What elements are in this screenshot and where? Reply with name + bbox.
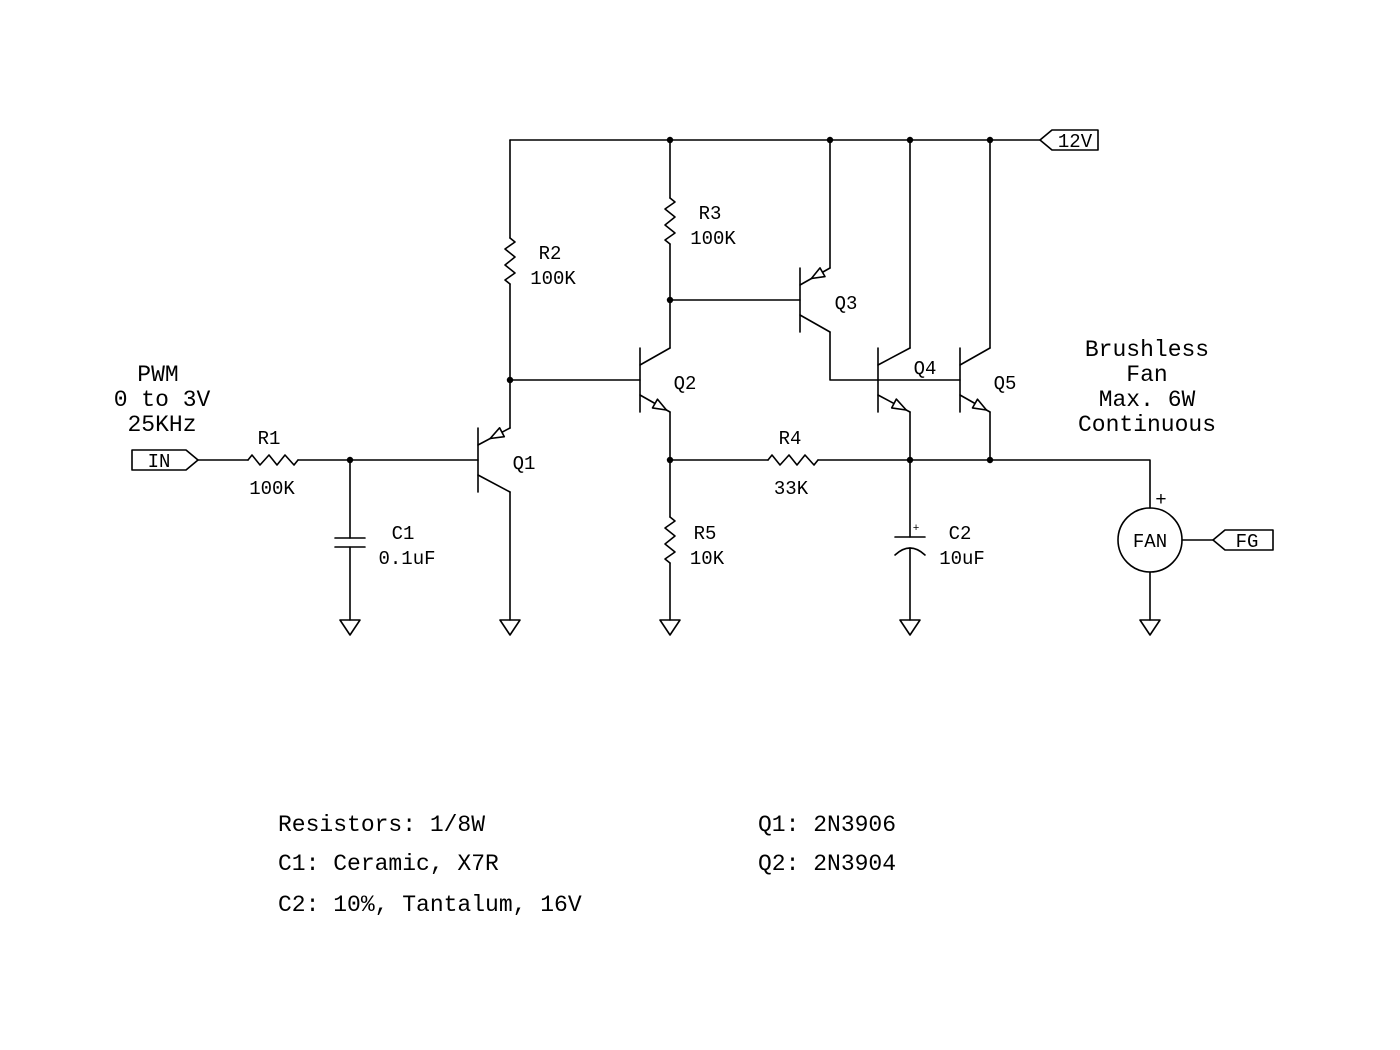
fan-motor-label: FAN xyxy=(1133,531,1167,553)
capacitor-c2-curved-plate xyxy=(894,547,926,556)
grounds xyxy=(339,619,1161,636)
junction-dot xyxy=(506,376,514,384)
resistor-r5-ref-label: R5 xyxy=(694,523,717,545)
junction-dot xyxy=(906,136,914,144)
wires xyxy=(197,139,1214,621)
transistor-q4-emitter-arrow xyxy=(890,398,908,411)
resistor-r2-ref-label: R2 xyxy=(539,243,562,265)
wire xyxy=(829,331,961,381)
fan-description: Brushless Fan Max. 6W Continuous xyxy=(1078,337,1216,438)
transistor-q2-ref-label: Q2 xyxy=(674,373,697,395)
junction-dot xyxy=(986,456,994,464)
supply-port-label: 12V xyxy=(1058,131,1093,153)
transistor-q3-ref-label: Q3 xyxy=(835,293,858,315)
junction-dot xyxy=(826,136,834,144)
resistor-r4-symbol xyxy=(767,454,819,466)
resistor-r4-ref-label: R4 xyxy=(779,428,802,450)
parts-note-q1: Q1: 2N3906 xyxy=(758,812,896,838)
ground-symbol xyxy=(899,619,921,636)
capacitor-c2-ref-label: C2 xyxy=(949,523,972,545)
transistor-q3-collector-lead xyxy=(799,314,831,333)
ground-symbol xyxy=(499,619,521,636)
wire xyxy=(817,459,1151,509)
junction-dot xyxy=(666,136,674,144)
junction-dots xyxy=(346,136,994,464)
transistor-q4-npn: Q4 xyxy=(877,347,937,413)
transistor-q1-emitter-arrow xyxy=(489,426,506,440)
fan-description-line: Fan xyxy=(1126,362,1167,388)
parts-notes: Resistors: 1/8W C1: Ceramic, X7R C2: 10%… xyxy=(278,812,896,918)
resistor-r5: R5 10K xyxy=(664,516,725,570)
junction-dot xyxy=(346,456,354,464)
input-signal-line: PWM xyxy=(137,362,178,388)
ground-symbol xyxy=(659,619,681,636)
input-port-flag xyxy=(131,449,199,471)
capacitor-c2-polarity-mark: + xyxy=(913,523,920,535)
resistor-r3: R3 100K xyxy=(664,197,736,250)
input-signal-description: PWM 0 to 3V 25KHz xyxy=(114,362,211,438)
capacitor-c1: C1 0.1uF xyxy=(334,523,436,570)
resistor-r5-symbol xyxy=(664,516,676,564)
junction-dot xyxy=(666,456,674,464)
resistor-r2-value-label: 100K xyxy=(530,268,576,290)
transistor-q5-ref-label: Q5 xyxy=(994,373,1017,395)
supply-port-flag xyxy=(1039,129,1099,151)
parts-note-q2: Q2: 2N3904 xyxy=(758,851,896,877)
transistor-q2-emitter-arrow xyxy=(651,398,668,411)
resistor-r5-value-label: 10K xyxy=(690,548,725,570)
capacitor-c2-polarized: + C2 10uF xyxy=(894,523,985,570)
input-port-label: IN xyxy=(148,451,171,473)
resistor-r3-ref-label: R3 xyxy=(699,203,722,225)
parts-note-c2: C2: 10%, Tantalum, 16V xyxy=(278,892,582,918)
junction-dot xyxy=(666,296,674,304)
fan-motor-circle xyxy=(1117,507,1183,573)
input-signal-line: 0 to 3V xyxy=(114,387,211,413)
fan-description-line: Brushless xyxy=(1085,337,1209,363)
resistor-r4: R4 33K xyxy=(767,428,819,500)
parts-note-c1: C1: Ceramic, X7R xyxy=(278,851,499,877)
resistor-r4-value-label: 33K xyxy=(774,478,809,500)
resistor-r1-ref-label: R1 xyxy=(258,428,281,450)
capacitor-c2-value-label: 10uF xyxy=(939,548,985,570)
resistor-r3-symbol xyxy=(664,197,676,245)
fan-plus-mark: + xyxy=(1155,489,1166,511)
input-signal-line: 25KHz xyxy=(127,412,196,438)
input-port: IN xyxy=(131,449,199,473)
resistor-r1-value-label: 100K xyxy=(249,478,295,500)
transistor-q5-emitter-arrow xyxy=(971,398,988,411)
resistor-r3-value-label: 100K xyxy=(690,228,736,250)
transistor-q1-ref-label: Q1 xyxy=(513,453,536,475)
transistor-q4-collector-lead xyxy=(877,347,911,366)
resistor-r2-symbol xyxy=(504,237,516,285)
tach-output-port: FG xyxy=(1212,529,1274,553)
resistor-r1: R1 100K xyxy=(247,428,299,500)
resistor-r1-symbol xyxy=(247,454,299,466)
transistor-q2-collector-lead xyxy=(639,347,671,366)
ground-symbol xyxy=(339,619,361,636)
transistor-q1-collector-lead xyxy=(477,474,511,493)
junction-dot xyxy=(906,456,914,464)
resistor-r2: R2 100K xyxy=(504,237,576,290)
transistor-q5-npn: Q5 xyxy=(959,347,1017,413)
capacitor-c1-ref-label: C1 xyxy=(392,523,415,545)
supply-rail: 12V xyxy=(509,129,1099,153)
transistor-q1-pnp: Q1 xyxy=(477,426,536,493)
supply-port-12v: 12V xyxy=(1039,129,1099,153)
transistor-q3-emitter-arrow xyxy=(810,267,826,280)
parts-note-resistors: Resistors: 1/8W xyxy=(278,812,485,838)
fan-motor: FAN + xyxy=(1117,489,1183,573)
junction-dot xyxy=(986,136,994,144)
transistor-q4-ref-label: Q4 xyxy=(914,358,937,380)
transistor-q2-npn: Q2 xyxy=(639,347,697,413)
transistor-q5-collector-lead xyxy=(959,347,991,366)
fan-description-line: Continuous xyxy=(1078,412,1216,438)
fan-description-line: Max. 6W xyxy=(1099,387,1196,413)
tach-output-port-label: FG xyxy=(1236,531,1259,553)
ground-symbol xyxy=(1139,619,1161,636)
tach-output-port-flag xyxy=(1212,529,1274,551)
transistor-q3-pnp: Q3 xyxy=(799,267,858,333)
capacitor-c1-value-label: 0.1uF xyxy=(378,548,435,570)
